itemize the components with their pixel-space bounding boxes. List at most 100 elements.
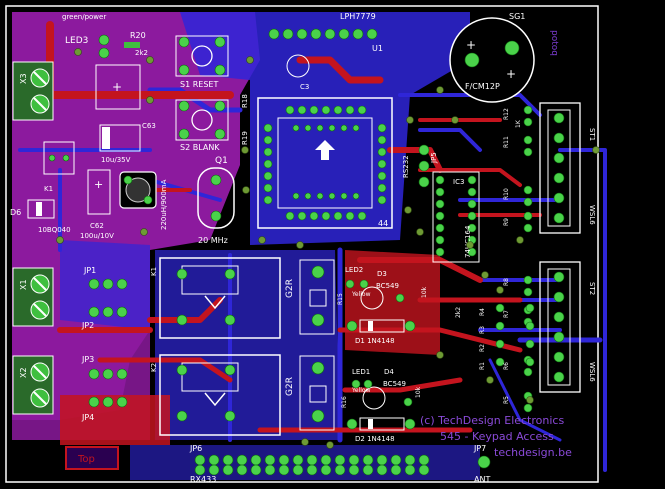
header-jp2[interactable] xyxy=(88,306,128,318)
buzzer-sg1[interactable]: + + xyxy=(449,17,535,103)
layer-marker-box[interactable] xyxy=(65,446,119,470)
ic3-pin xyxy=(435,187,445,197)
label-q1-value: 20 MHz xyxy=(198,236,228,245)
header-jp3[interactable] xyxy=(88,368,128,380)
label-r10: R10 xyxy=(503,188,510,200)
regulator-k1[interactable] xyxy=(43,141,75,175)
inductor-l1[interactable] xyxy=(119,171,157,209)
resistor-pad xyxy=(523,403,533,413)
label-r1: R1 xyxy=(479,362,486,370)
terminal-x3[interactable] xyxy=(12,61,54,121)
jp6-pin xyxy=(418,464,430,476)
capacitor-c62[interactable] xyxy=(87,169,111,215)
plcc-pin xyxy=(263,195,273,205)
diode-d2[interactable] xyxy=(359,417,405,431)
st1-pin xyxy=(553,132,565,144)
st2-pin xyxy=(553,331,565,343)
crystal-q1[interactable] xyxy=(197,167,235,229)
plcc-pin xyxy=(352,192,360,200)
resistor-pad xyxy=(525,303,535,313)
label-r-value-1k: 1K xyxy=(515,119,522,128)
switch-s1[interactable] xyxy=(175,35,229,77)
resistor-array[interactable] xyxy=(495,105,535,413)
resistor-pad xyxy=(523,105,533,115)
label-g2r-2: G2R xyxy=(285,377,295,396)
plcc-pin xyxy=(316,192,324,200)
microcontroller-socket[interactable] xyxy=(257,97,393,229)
label-led3: LED3 xyxy=(65,36,88,46)
label-jp7: JP7 xyxy=(473,444,486,453)
via xyxy=(416,228,424,236)
header-lph7779[interactable] xyxy=(268,28,378,40)
header-jp6[interactable] xyxy=(194,454,430,476)
jp6-pin xyxy=(250,464,262,476)
resistor-pad xyxy=(523,185,533,195)
connector-st2[interactable] xyxy=(539,261,581,393)
svg-text:+: + xyxy=(506,67,516,81)
label-r11: R11 xyxy=(503,136,510,148)
ic3-pin xyxy=(435,175,445,185)
capacitor-c3[interactable] xyxy=(286,54,310,78)
terminal-x2[interactable] xyxy=(12,355,54,415)
header-jp1[interactable] xyxy=(88,278,128,290)
transistor-q-lower[interactable] xyxy=(362,386,386,410)
antenna-pad[interactable] xyxy=(477,455,491,469)
capacitor-c63[interactable] xyxy=(99,124,141,152)
led3-pad-2[interactable] xyxy=(98,47,110,59)
bridge-rectifier[interactable]: + xyxy=(95,64,141,110)
plcc-pin xyxy=(333,105,343,115)
label-r20: R20 xyxy=(130,31,146,40)
resistor-pad xyxy=(525,321,535,331)
label-d3: D3 xyxy=(377,270,387,278)
relay-k1-coil[interactable] xyxy=(299,259,335,335)
via xyxy=(246,56,254,64)
jp6-pin xyxy=(278,464,290,476)
switch-s2[interactable] xyxy=(175,99,229,141)
ic3-pin xyxy=(467,199,477,209)
relay-k2[interactable] xyxy=(159,354,281,436)
plcc-pin xyxy=(328,124,336,132)
label-r-value-2k2: 2k2 xyxy=(455,307,462,318)
terminal-x1[interactable] xyxy=(12,267,54,327)
connector-st1[interactable] xyxy=(539,102,581,234)
via xyxy=(526,396,534,404)
via xyxy=(404,206,412,214)
label-jp6: JP6 xyxy=(189,444,202,453)
jp6-pin xyxy=(236,454,248,466)
transistor-q-upper[interactable] xyxy=(360,286,384,310)
label-d1: D1 1N4148 xyxy=(355,337,395,345)
jp6-pin xyxy=(404,454,416,466)
label-d6-value: 10BQ040 xyxy=(38,226,71,234)
label-x3: X3 xyxy=(19,73,28,84)
relay-k1[interactable] xyxy=(159,257,281,339)
led3-pad[interactable] xyxy=(98,34,110,46)
ic3-pin xyxy=(467,223,477,233)
plcc-pin xyxy=(263,183,273,193)
jp6-pin xyxy=(194,464,206,476)
label-r10k-1: 10k xyxy=(421,286,428,298)
jp6-pin xyxy=(362,454,374,466)
label-r9: R9 xyxy=(503,218,510,226)
diode-d1[interactable] xyxy=(359,319,405,333)
header-jp4[interactable] xyxy=(88,396,128,408)
label-r10k-2: 10k xyxy=(415,386,422,398)
plcc-pin xyxy=(263,171,273,181)
copyright-text: (c) TechDesign Electronics xyxy=(420,414,564,427)
jp6-pin xyxy=(236,464,248,476)
relay-k2-coil[interactable] xyxy=(299,355,335,431)
plcc-pin xyxy=(377,135,387,145)
st1-pin xyxy=(553,212,565,224)
plcc-pin xyxy=(304,124,312,132)
header-jp5[interactable] xyxy=(418,144,430,188)
website-text: techdesign.be xyxy=(494,446,572,459)
lph-pin xyxy=(352,28,364,40)
svg-text:+: + xyxy=(466,38,476,52)
ic3-74hc164[interactable] xyxy=(432,171,480,263)
plcc-pin xyxy=(377,195,387,205)
plcc-pin xyxy=(377,183,387,193)
plcc-pin xyxy=(321,105,331,115)
diode-d6[interactable] xyxy=(27,199,55,219)
label-led1: LED1 xyxy=(352,368,370,376)
r20-smd[interactable] xyxy=(124,42,140,48)
